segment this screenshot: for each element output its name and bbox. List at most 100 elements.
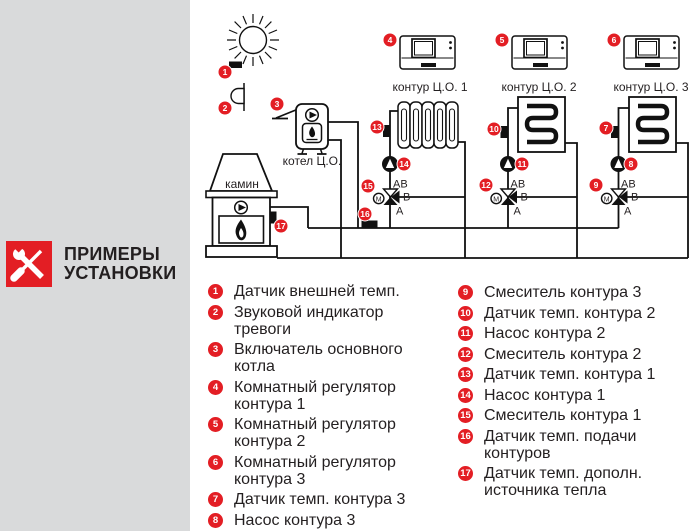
diagram-marker-17: 17 [273, 218, 289, 234]
valve-motor-label: M [604, 196, 610, 203]
diagram-marker-13: 13 [369, 119, 385, 135]
svg-text:14: 14 [399, 159, 409, 169]
room-thermostat-1 [399, 35, 456, 70]
diagram-marker-8: 8 [623, 156, 639, 172]
valve-port-b: B [631, 192, 638, 204]
valve-motor-label: M [376, 196, 382, 203]
svg-text:5: 5 [500, 35, 505, 45]
valve-motor-label: M [493, 196, 499, 203]
legend-marker-badge: 10 [458, 305, 473, 321]
legend-marker-badge: 17 [458, 466, 473, 481]
legend-item-label: Насос контура 3 [234, 511, 356, 529]
legend-item-label: Датчик темп. контура 1 [484, 366, 656, 383]
legend-marker-badge: 1 [208, 284, 223, 299]
legend-item: 10 Датчик темп. контура 2 [458, 305, 673, 322]
legend-item-label: Датчик темп. подачи контуров [484, 427, 637, 462]
legend-marker-badge: 2 [208, 304, 223, 320]
mixing-valve-1: M AB B A [372, 179, 410, 218]
alarm-buzzer-icon [230, 83, 245, 111]
sidebar: ПРИМЕРЫ УСТАНОВКИ [0, 0, 190, 531]
circuit-3-temp-sensor-icon [611, 126, 619, 138]
diagram-marker-15: 15 [360, 178, 376, 194]
page-title: ПРИМЕРЫ УСТАНОВКИ [64, 245, 176, 283]
legend-marker-badge: 11 [458, 326, 473, 341]
diagram-marker-11: 11 [514, 156, 530, 172]
legend-item-label: Комнатный регулятор контура 3 [234, 453, 396, 488]
circuit-3-pump-icon [610, 156, 627, 172]
diagram-marker-4: 4 [382, 32, 398, 48]
fireplace-label: камин [225, 177, 259, 191]
legend-marker-badge: 6 [208, 454, 223, 470]
legend-marker-badge: 15 [458, 408, 473, 423]
diagram-marker-14: 14 [396, 156, 412, 172]
svg-text:10: 10 [489, 124, 499, 134]
legend-item: 11 Насос контура 2 [458, 325, 673, 342]
legend-item: 9 Смеситель контура 3 [458, 284, 673, 301]
diagram-marker-9: 9 [588, 177, 604, 193]
svg-text:17: 17 [276, 221, 286, 231]
legend-item: 14 Насос контура 1 [458, 387, 673, 404]
boiler-label: котел Ц.О. [283, 154, 342, 168]
mixing-valve-2: M AB B A [490, 179, 528, 218]
circuit-3-label: контур Ц.О. 3 [613, 80, 688, 94]
svg-text:3: 3 [275, 99, 280, 109]
legend-marker-badge: 5 [208, 417, 223, 432]
tools-icon [6, 241, 52, 287]
legend-item: 17 Датчик темп. дополн. источника тепла [458, 465, 673, 499]
fireplace-temp-sensor-icon [269, 211, 277, 224]
legend-marker-badge: 8 [208, 512, 223, 528]
diagram-marker-1: 1 [217, 64, 233, 80]
diagram-marker-3: 3 [269, 96, 285, 112]
legend-item-label: Насос контура 1 [484, 386, 606, 404]
svg-text:4: 4 [388, 35, 393, 45]
svg-text:8: 8 [629, 159, 634, 169]
page-title-line2: УСТАНОВКИ [64, 263, 177, 283]
valve-port-a: A [396, 206, 404, 218]
diagram-marker-2: 2 [217, 100, 233, 116]
flame-icon [309, 126, 316, 138]
diagram-marker-6: 6 [606, 32, 622, 48]
svg-text:1: 1 [223, 67, 228, 77]
valve-port-ab: AB [511, 179, 526, 191]
valve-port-b: B [403, 192, 410, 204]
legend-marker-badge: 4 [208, 379, 223, 395]
circuit-1-label: контур Ц.О. 1 [392, 80, 467, 94]
circuit-1-pump-icon [382, 156, 398, 172]
heating-scheme-diagram: котел Ц.О. камин ко [205, 14, 689, 259]
circuit-1-temp-sensor-icon [383, 125, 391, 137]
legend-item-label: Звуковой индикатор тревоги [234, 303, 384, 338]
valve-port-ab: AB [621, 179, 636, 191]
legend-marker-badge: 3 [208, 342, 223, 357]
circuit-2-label: контур Ц.О. 2 [501, 80, 576, 94]
svg-text:13: 13 [372, 122, 382, 132]
valve-port-ab: AB [393, 179, 408, 191]
circuit-2-temp-sensor-icon [500, 126, 508, 138]
mixing-valve-3: M AB B A [600, 179, 638, 218]
diagram-marker-10: 10 [486, 121, 502, 137]
legend-item-label: Насос контура 2 [484, 325, 606, 342]
legend-item-label: Смеситель контура 3 [484, 284, 642, 301]
svg-text:6: 6 [612, 35, 617, 45]
legend-marker-badge: 9 [458, 285, 473, 300]
floor-heating-coil-2 [517, 96, 566, 153]
legend-item: 8 Насос контура 3 [208, 512, 423, 529]
sun-icon [227, 14, 279, 66]
circuit-2-pump-icon [500, 156, 516, 172]
legend-marker-badge: 14 [458, 387, 473, 403]
legend-item-label: Датчик темп. контура 2 [484, 304, 656, 322]
legend-item-label: Датчик темп. дополн. источника тепла [484, 465, 643, 499]
boiler-switch-icon [272, 108, 298, 120]
diagram-marker-5: 5 [494, 32, 510, 48]
legend-item-label: Датчик темп. контура 3 [234, 491, 406, 508]
legend-item: 6 Комнатный регулятор контура 3 [208, 454, 423, 488]
diagram-marker-7: 7 [598, 120, 614, 136]
diagram-marker-12: 12 [478, 177, 494, 193]
